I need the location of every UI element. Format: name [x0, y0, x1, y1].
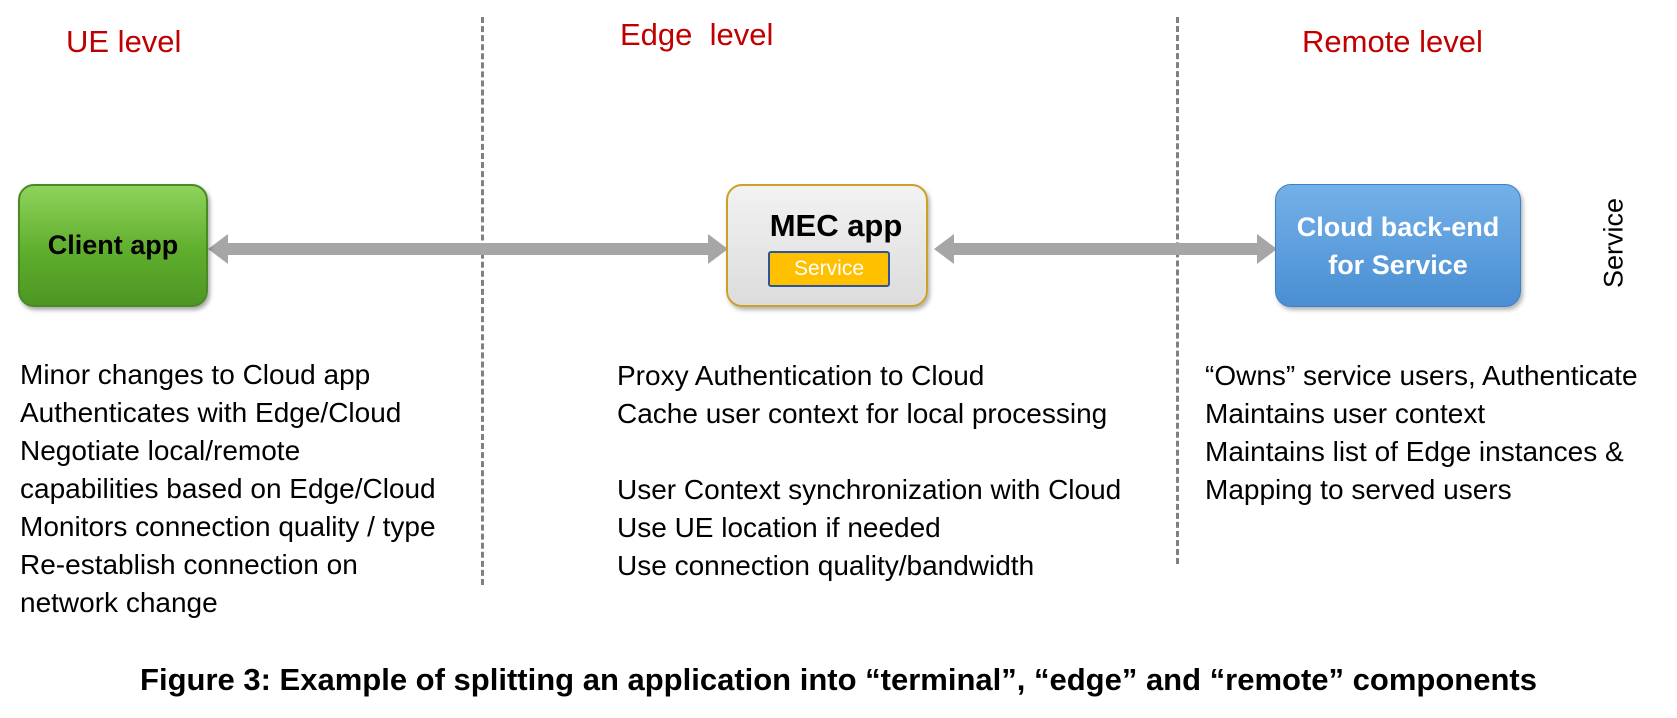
mec-cloud-arrow [934, 234, 1277, 264]
client-app-label: Client app [47, 230, 179, 260]
edge-line: Use connection quality/bandwidth [617, 550, 1035, 581]
mec-service-badge: Service [768, 251, 890, 287]
ue-line: Minor changes to Cloud app [20, 359, 371, 390]
remote-line: “Owns” service users, Authenticate [1205, 360, 1638, 391]
ue-line: capabilities based on Edge/Cloud [20, 473, 436, 504]
client-mec-arrow [208, 234, 728, 264]
remote-line: Maintains list of Edge instances & [1205, 436, 1624, 467]
ue-line: Re-establish connection on [20, 549, 358, 580]
edge-line: User Context synchronization with Cloud [617, 474, 1122, 505]
cloud-backend-line2: for Service [1328, 249, 1468, 280]
ue-level-label: UE level [66, 24, 182, 59]
mec-app-box: MEC app Service [726, 184, 928, 307]
remote-level-label: Remote level [1302, 24, 1483, 59]
edge-line [617, 433, 1121, 471]
ue-line: Negotiate local/remote [20, 435, 301, 466]
ue-line: network change [20, 587, 218, 618]
edge-line: Cache user context for local processing [617, 398, 1108, 429]
edge-line: Proxy Authentication to Cloud [617, 360, 985, 391]
ue-line: Monitors connection quality / type [20, 511, 436, 542]
figure-caption: Figure 3: Example of splitting an applic… [140, 662, 1537, 697]
client-app-box: Client app [18, 184, 208, 307]
remote-description: “Owns” service users, Authenticate Maint… [1205, 357, 1638, 509]
service-side-label: Service [1598, 197, 1629, 289]
cloud-backend-box: Cloud back-end for Service [1275, 184, 1521, 307]
remote-line: Maintains user context [1205, 398, 1486, 429]
edge-description: Proxy Authentication to Cloud Cache user… [617, 357, 1121, 585]
ue-description: Minor changes to Cloud app Authenticates… [20, 356, 436, 622]
remote-line: Mapping to served users [1205, 474, 1512, 505]
mec-app-title: MEC app [769, 208, 903, 243]
ue-line: Authenticates with Edge/Cloud [20, 397, 402, 428]
edge-level-label: Edge level [620, 17, 774, 52]
edge-line: Use UE location if needed [617, 512, 941, 543]
edge-remote-divider [1176, 17, 1179, 564]
cloud-backend-line1: Cloud back-end [1296, 211, 1500, 242]
ue-edge-divider [481, 17, 484, 585]
